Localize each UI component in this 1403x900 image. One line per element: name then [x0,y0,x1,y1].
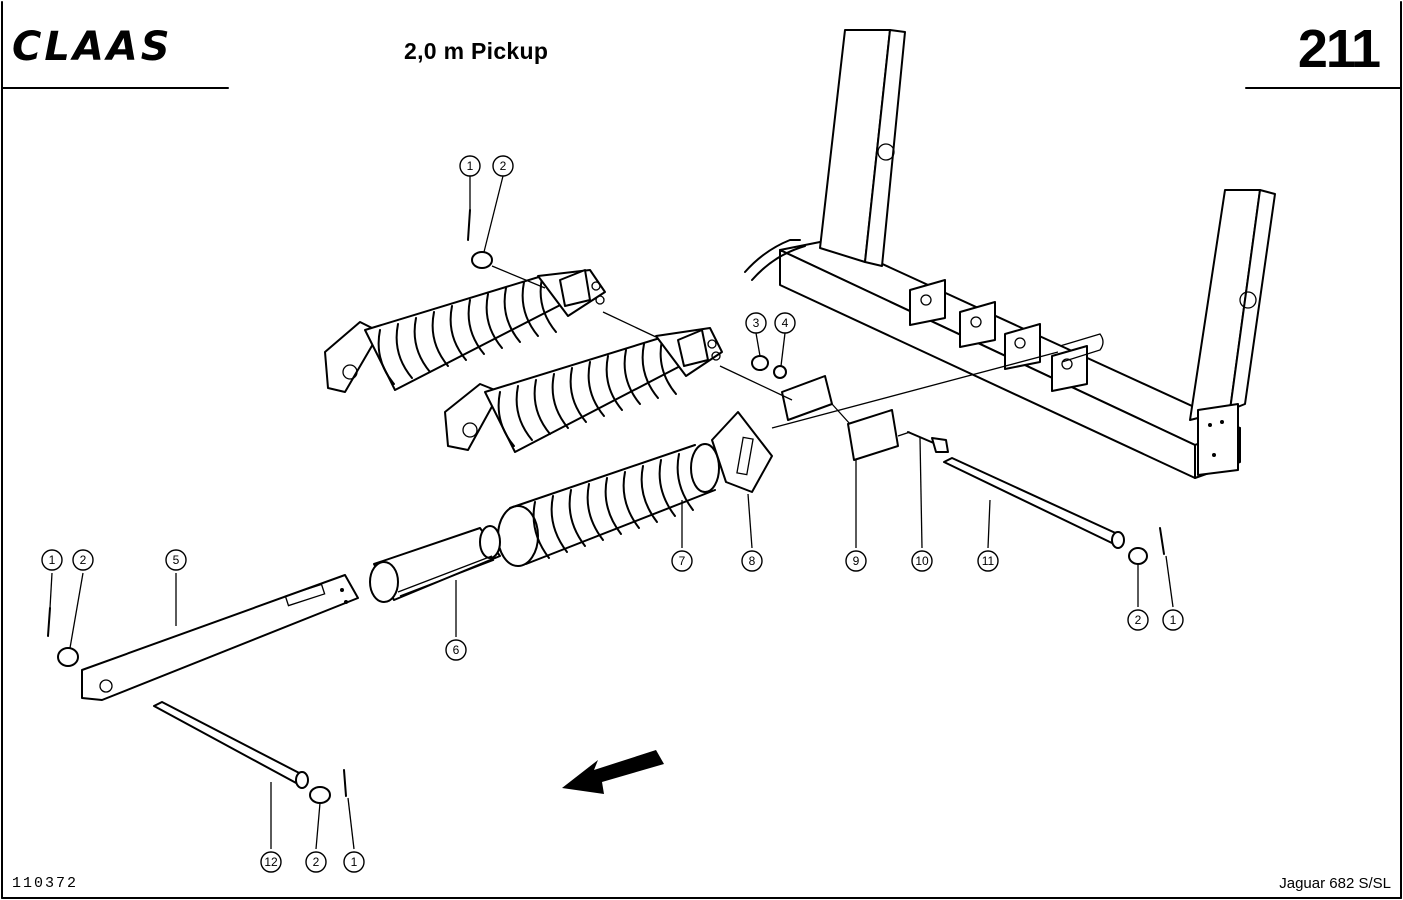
pin-12 [153,701,309,789]
svg-text:3: 3 [753,316,760,330]
pickup-frame [744,29,1276,479]
svg-text:10: 10 [915,554,929,568]
svg-text:8: 8 [749,554,756,568]
callout: 8 [741,550,763,572]
spring-plate-8 [711,411,773,493]
claas-logo: CLAAS [12,24,173,66]
spring-assembly-middle [444,327,723,453]
svg-text:11: 11 [982,554,995,568]
machine-model: Jaguar 682 S/SL [1279,875,1391,892]
callout: 2 [72,549,94,571]
arm-5 [81,574,359,701]
callout: 2 [1127,609,1149,631]
callout: 7 [671,550,693,572]
svg-text:5: 5 [173,553,180,567]
pin-11 [943,457,1165,565]
callout: 4 [774,312,796,334]
washers-and-pins [47,209,493,804]
callout: 11 [977,550,999,572]
callout: 3 [745,312,767,334]
svg-text:12: 12 [264,855,278,869]
svg-text:1: 1 [467,159,474,173]
callout: 1 [41,549,63,571]
svg-text:1: 1 [49,553,56,567]
callout: 2 [492,155,514,177]
page-number: 211 [1297,19,1381,79]
svg-text:2: 2 [80,553,87,567]
callout: 1 [459,155,481,177]
callout: 10 [911,550,933,572]
callout: 9 [845,550,867,572]
svg-text:1: 1 [351,855,358,869]
svg-text:2: 2 [1135,613,1142,627]
spring-7 [497,443,720,567]
page-title: 2,0 m Pickup [404,38,549,64]
callout: 5 [165,549,187,571]
callout: 1 [343,851,365,873]
svg-text:7: 7 [679,554,686,568]
svg-text:1: 1 [1170,613,1177,627]
travel-direction-arrow-icon [562,750,664,794]
callout: 1 [1162,609,1184,631]
svg-text:9: 9 [853,554,860,568]
callout: 12 [260,851,282,873]
nut-washer-3-4 [751,355,787,379]
svg-text:2: 2 [500,159,507,173]
fork-plates-9 [781,375,899,461]
leader-lines [49,175,1174,850]
callout: 6 [445,639,467,661]
bolt-10 [907,431,949,453]
assembly-lines [491,265,1059,437]
spring-assembly-upper [324,269,606,393]
brand-wordmark: CLAAS [12,24,173,66]
document-number: 110372 [12,875,79,892]
svg-text:4: 4 [782,316,789,330]
sleeve-6 [369,525,501,603]
svg-text:2: 2 [313,855,320,869]
callout: 2 [305,851,327,873]
svg-text:6: 6 [453,643,460,657]
